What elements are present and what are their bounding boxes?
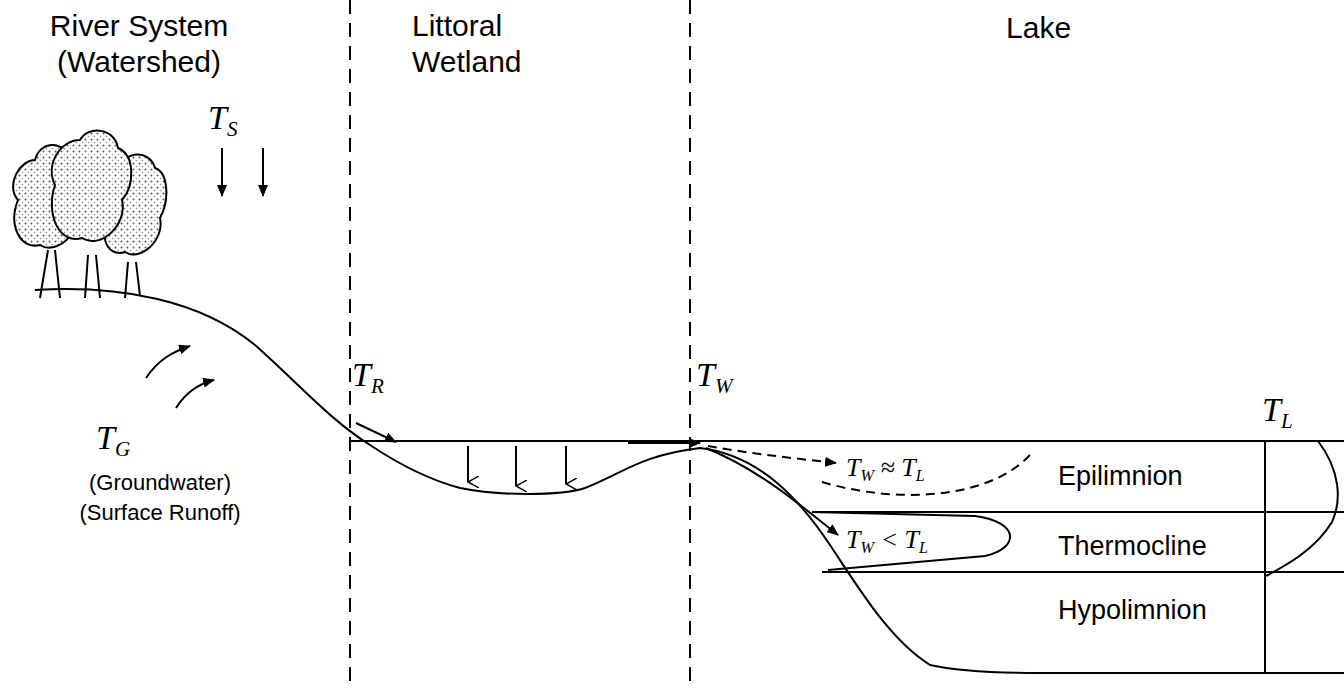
lake-layer: Thermocline: [1058, 530, 1258, 562]
lake-layer: Epilimnion: [1058, 460, 1258, 492]
source-note: (Groundwater): [40, 470, 280, 496]
inflow-condition: TW ≈ TL: [846, 452, 1016, 483]
temperature-symbol: TR: [352, 355, 422, 396]
region-title: Littoral Wetland: [412, 8, 562, 80]
lake-layer: Hypolimnion: [1058, 594, 1258, 626]
temperature-symbol: TG: [96, 418, 166, 459]
inflow-condition: TW < TL: [846, 524, 1016, 555]
temperature-symbol: TW: [696, 355, 766, 396]
region-title: Lake: [1006, 10, 1126, 46]
region-title: River System (Watershed): [8, 8, 270, 80]
temperature-symbol: TS: [208, 98, 278, 139]
temperature-symbol: TL: [1262, 390, 1338, 431]
source-note: (Surface Runoff): [40, 500, 280, 526]
